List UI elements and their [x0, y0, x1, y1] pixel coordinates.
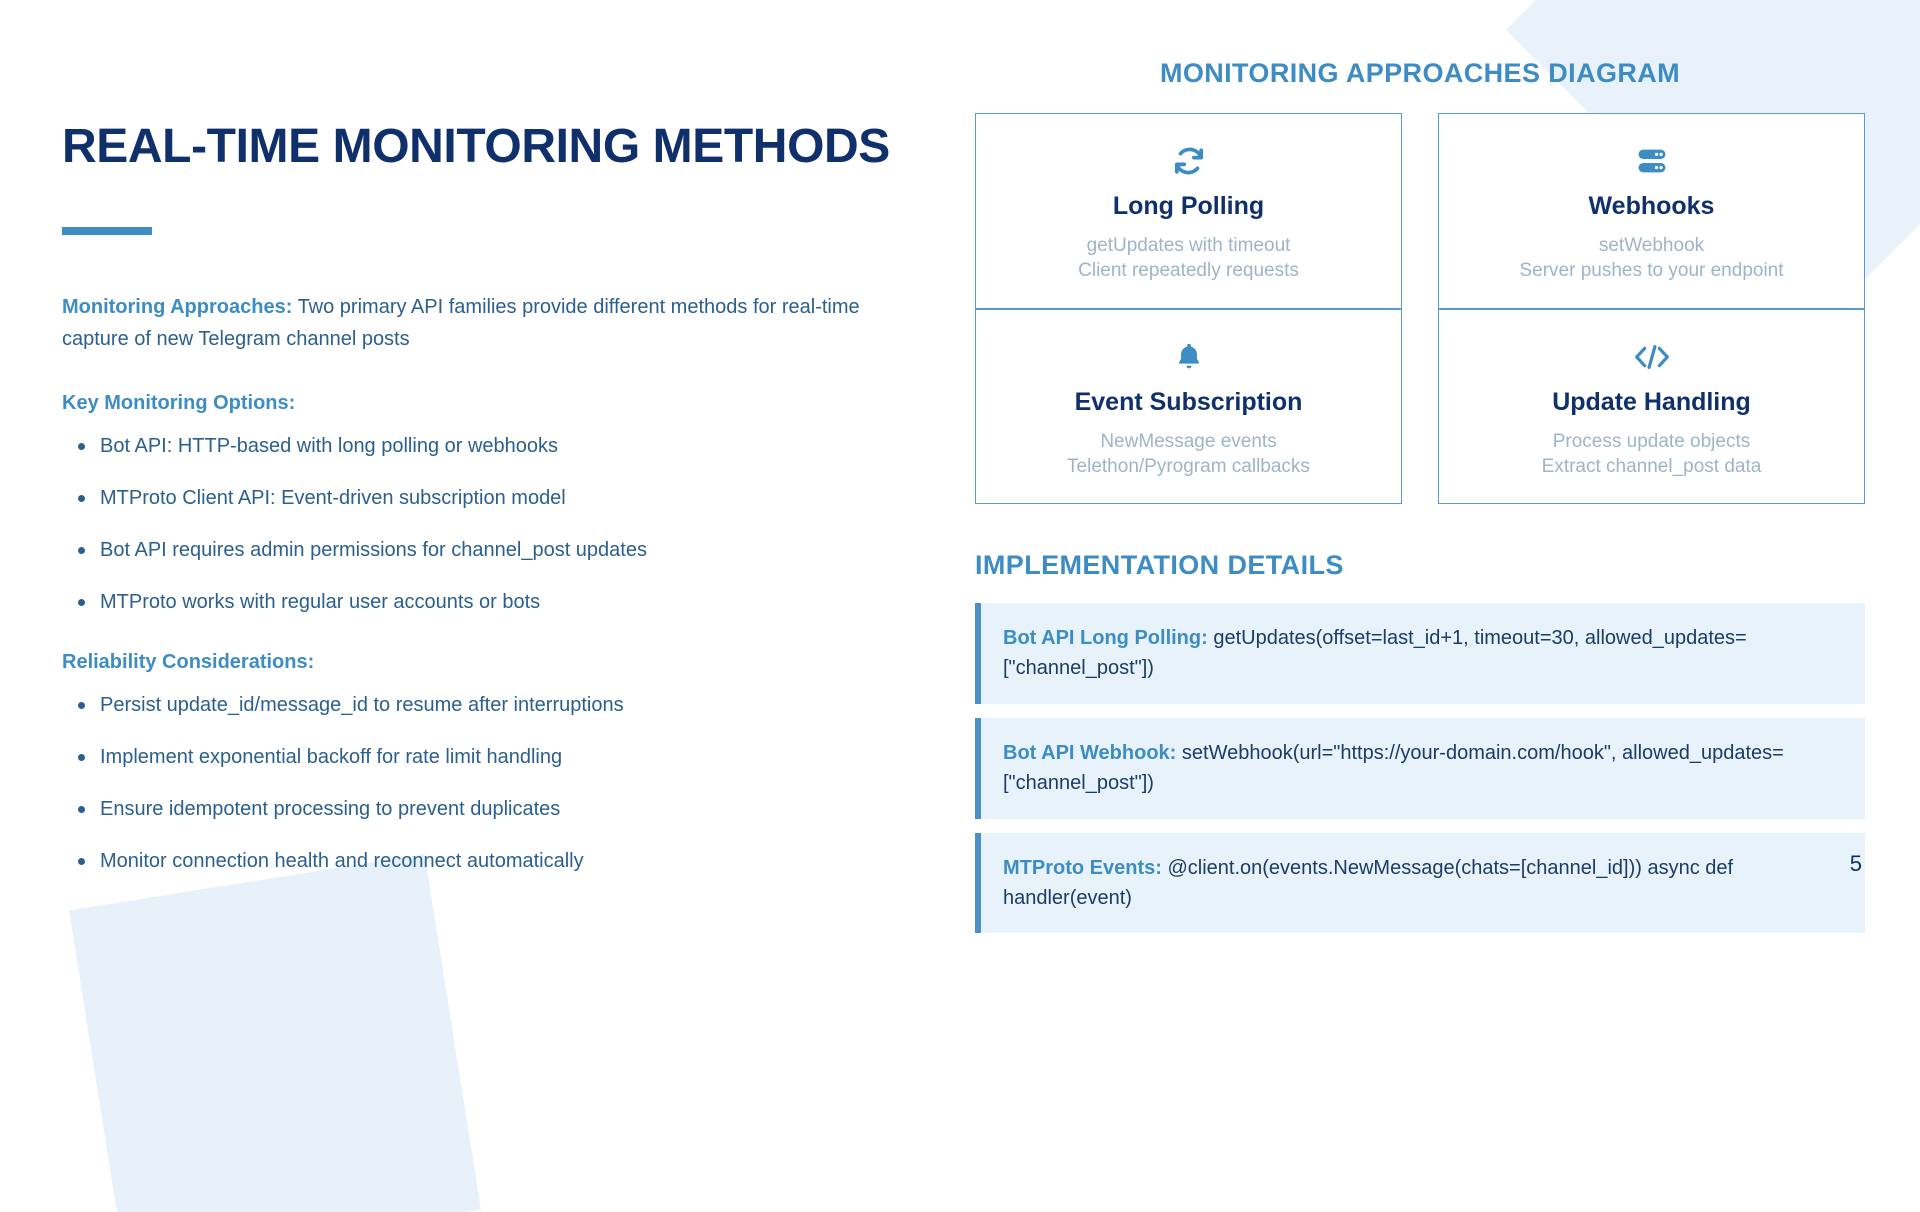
list-item: Persist update_id/message_id to resume a… [62, 692, 922, 718]
key-monitoring-options-list: Bot API: HTTP-based with long polling or… [62, 433, 922, 615]
implementation-details-list: Bot API Long Polling: getUpdates(offset=… [975, 603, 1865, 934]
list-item: Monitor connection health and reconnect … [62, 848, 922, 874]
card-subtitle-line2: Telethon/Pyrogram callbacks [1067, 455, 1310, 477]
detail-value: getUpdates(offset=last_id+1, timeout=30,… [1003, 627, 1747, 680]
detail-label: MTProto Events: [1003, 856, 1162, 879]
card-title: Long Polling [1112, 192, 1265, 220]
card-subtitle-line1: NewMessage events [1100, 430, 1277, 452]
card-subtitle-line1: Process update objects [1552, 430, 1751, 452]
list-item: Implement exponential backoff for rate l… [62, 744, 922, 770]
detail-value: @client.on(events.NewMessage(chats=[chan… [1003, 856, 1734, 910]
list-item: Bot API requires admin permissions for c… [62, 537, 922, 563]
bell-icon [994, 336, 1383, 378]
intro-paragraph: Monitoring Approaches: Two primary API f… [62, 291, 917, 356]
reliability-considerations-list: Persist update_id/message_id to resume a… [62, 692, 922, 874]
list-item: Bot API: HTTP-based with long polling or… [62, 433, 922, 459]
decorative-square-bottom-left [69, 854, 481, 1212]
code-icon [1457, 336, 1846, 378]
server-icon [1457, 140, 1846, 182]
refresh-icon [994, 140, 1383, 182]
card-title: Update Handling [1552, 387, 1751, 416]
detail-value: setWebhook(url="https://your-domain.com/… [1003, 741, 1784, 795]
detail-box-bot-api-long-polling: Bot API Long Polling: getUpdates(offset=… [975, 603, 1865, 704]
card-title: Webhooks [1588, 192, 1715, 220]
detail-label: Bot API Long Polling: [1003, 627, 1208, 650]
list-item: MTProto Client API: Event-driven subscri… [62, 485, 922, 511]
list-item: MTProto works with regular user accounts… [62, 589, 922, 615]
detail-box-bot-api-webhook: Bot API Webhook: setWebhook(url="https:/… [975, 717, 1865, 819]
page-title: Real-Time Monitoring Methods [62, 120, 890, 173]
card-webhooks[interactable]: Webhooks setWebhook Server pushes to you… [1438, 113, 1865, 309]
diagram-section-heading: Monitoring Approaches Diagram [1159, 58, 1681, 88]
left-content-column: Real-Time Monitoring Methods Monitoring … [62, 120, 922, 900]
card-long-polling[interactable]: Long Polling getUpdates with timeout Cli… [975, 113, 1402, 309]
intro-lead-label: Monitoring Approaches: [62, 295, 293, 318]
card-title: Event Subscription [1074, 387, 1303, 416]
card-update-handling[interactable]: Update Handling Process update objects E… [1438, 308, 1865, 505]
title-underline-rule [62, 226, 152, 235]
reliability-considerations-heading: Reliability Considerations: [62, 650, 315, 673]
card-subtitle-line1: getUpdates with timeout [1086, 235, 1291, 256]
implementation-details-heading: Implementation Details [975, 550, 1344, 581]
detail-box-mtproto-events: MTProto Events: @client.on(events.NewMes… [975, 832, 1865, 934]
card-subtitle-line2: Extract channel_post data [1541, 455, 1762, 477]
page-number: 5 [1849, 851, 1862, 876]
card-subtitle-line2: Client repeatedly requests [1078, 260, 1299, 282]
key-monitoring-options-heading: Key Monitoring Options: [62, 391, 296, 414]
approaches-card-grid: Long Polling getUpdates with timeout Cli… [975, 113, 1865, 505]
detail-label: Bot API Webhook: [1003, 741, 1177, 764]
intro-text: Two primary API families provide differe… [62, 295, 860, 351]
card-subtitle-line2: Server pushes to your endpoint [1519, 260, 1784, 282]
card-subtitle-line1: setWebhook [1598, 235, 1705, 256]
card-event-subscription[interactable]: Event Subscription NewMessage events Tel… [975, 308, 1402, 505]
list-item: Ensure idempotent processing to prevent … [62, 796, 922, 822]
right-content-column: Monitoring Approaches Diagram Long Polli… [975, 58, 1865, 947]
